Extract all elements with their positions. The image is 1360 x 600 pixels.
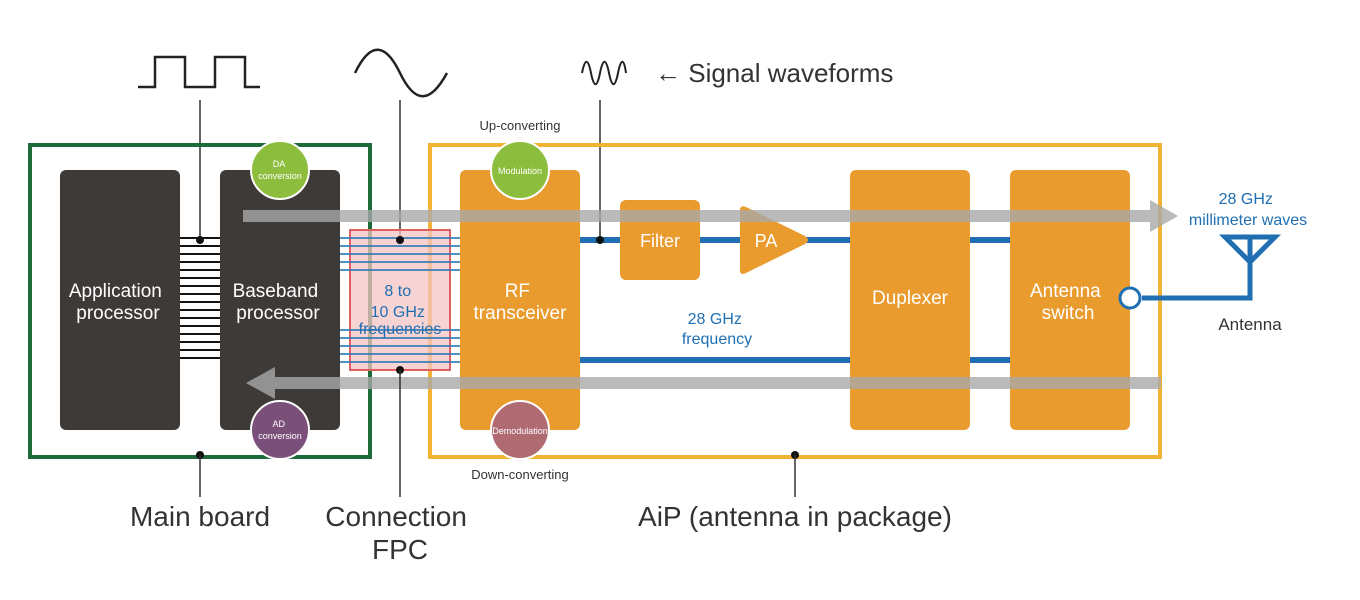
duplexer-label: Duplexer [872,288,949,309]
aip-label: AiP (antenna in package) [638,501,952,532]
da-conversion-circle [250,140,310,200]
modulation-label: Modulation [498,166,542,176]
antenna-port-circle [1118,286,1142,310]
rf-transceiver-label-1: RF [505,281,530,302]
mmwave-label-2: millimeter waves [1189,212,1307,229]
svg-text:8 to 10 GHz frequencie: 8 to 10 GHz frequencies [359,283,442,338]
pa-block [740,206,808,274]
fpc-frequencies-label-2: 10 GHz [371,304,425,321]
demodulation-circle [490,400,550,460]
da-label-2: conversion [258,171,302,181]
fpc-frequencies-label-3: frequencies [359,321,442,338]
fpc-frequencies-label-1: 8 to [384,283,411,300]
ad-conversion-circle [250,400,310,460]
antenna-icon [1218,234,1282,266]
application-processor-label-1: Application [69,281,162,302]
up-converting-label: Up-converting [480,118,561,133]
duplexer-block [850,170,970,430]
connection-fpc-box [349,229,451,371]
svg-text:Application processor: Application processor [69,281,167,324]
svg-text:AD conversion: AD conversion [258,419,302,441]
connection-fpc-label-1: Connection [325,501,467,532]
rf-transceiver-block [460,170,580,430]
application-processor-block [60,170,180,430]
modulation-circle [490,140,550,200]
antenna-switch-block [1010,170,1130,430]
svg-text:28 GHz frequency: 28 GHz frequency [682,311,752,348]
antenna-label: Antenna [1218,315,1282,334]
da-label-1: DA [273,159,285,169]
demodulation-label: Demodulation [492,426,548,436]
signal-waveforms-legend: ← Signal waveforms [655,58,893,88]
main-board-label: Main board [130,501,270,532]
receive-flow-arrow [246,367,1161,399]
baseband-processor-block [220,170,340,430]
fpc-signal-lines [340,237,460,363]
antenna-switch-label-1: Antenna [1030,281,1101,302]
square-wave-icon [138,55,260,89]
svg-text:Antenna switch: Antenna switch [1030,281,1106,324]
frequency-28-label-2: frequency [682,331,752,348]
sine-wave-icon [353,48,449,98]
svg-text:RF transceiver: RF transceiver [474,281,568,324]
pa-label: PA [755,231,778,251]
down-converting-label: Down-converting [471,467,569,482]
mmwave-label-1: 28 GHz [1219,191,1273,208]
parallel-bus [180,237,220,359]
baseband-processor-label-2: processor [236,303,320,324]
transmit-flow-arrow [243,200,1178,232]
svg-text:Baseband processor: Baseband processor [233,281,324,324]
svg-text:Connection FPC: Connection FPC [325,501,474,565]
filter-label: Filter [640,231,680,251]
antenna-switch-label-2: switch [1042,303,1095,324]
high-frequency-wave-icon [581,60,627,86]
svg-text:DA conversion: DA conversion [258,159,302,181]
rf-transceiver-label-2: transceiver [474,303,568,324]
ad-label-2: conversion [258,431,302,441]
frequency-28-label-1: 28 GHz [688,311,742,328]
svg-text:28 GHz millimeter waves: 28 GHz millimeter waves [1189,191,1307,229]
baseband-processor-label-1: Baseband [233,281,319,302]
connection-fpc-label-2: FPC [372,534,428,565]
ad-label-1: AD [272,419,285,429]
application-processor-label-2: processor [76,303,160,324]
antenna-feed-line [1142,255,1253,301]
